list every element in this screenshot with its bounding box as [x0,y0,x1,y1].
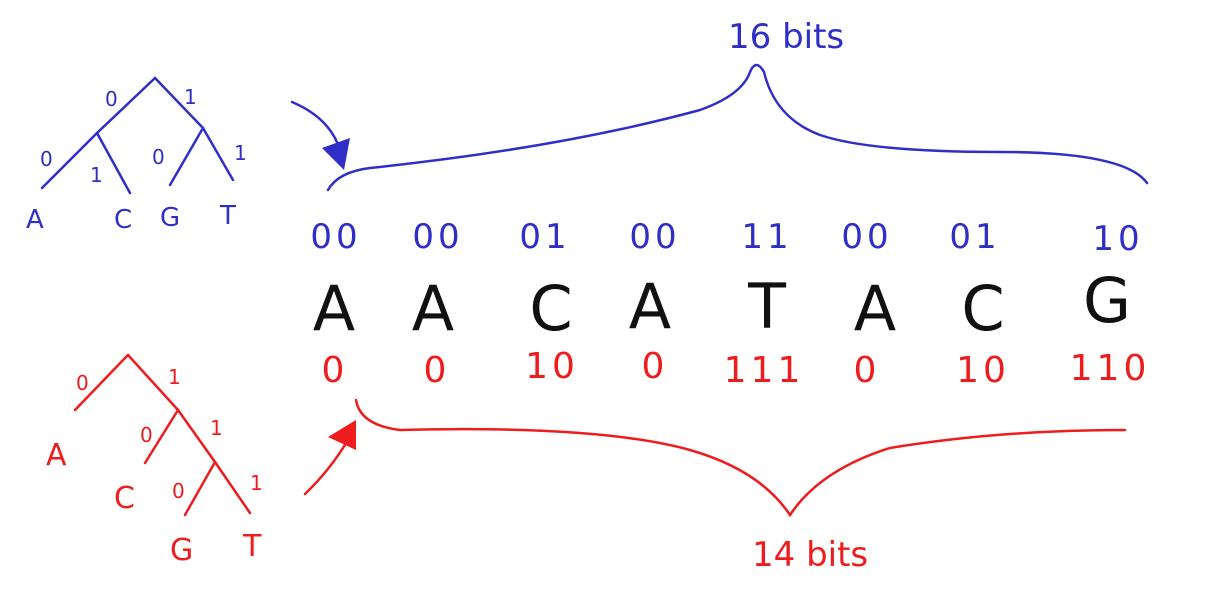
fixed-tree-edge [168,126,205,187]
fixed-code: 00 [841,217,892,257]
fixed-tree-leaf: C [114,205,132,235]
sequence-letter: C [529,272,572,345]
fixed-tree-edge-label: 0 [40,147,53,171]
fixed-tree-edge [153,76,205,130]
sequence-letter: A [313,272,355,345]
fixed-code: 10 [1092,219,1143,259]
fixed-total-label: 16 bits [728,17,844,57]
variable-code: 10 [525,346,579,387]
fixed-code: 11 [741,217,792,257]
sequence-letter: T [747,270,787,343]
fixed-tree-edge [95,76,157,135]
fixed-code: 00 [310,217,361,257]
variable-tree-edge-label: 0 [140,423,153,447]
sequence-letter: A [854,272,896,345]
variable-tree-edge-label: 0 [76,371,89,395]
variable-code: 111 [724,350,805,391]
fixed-brace [326,63,1149,192]
variable-code: 0 [322,350,349,391]
variable-tree-edge-label: 1 [210,416,223,440]
variable-code-tree [73,353,252,517]
fixed-tree-edge-label: 0 [152,145,165,169]
fixed-tree-leaf: A [26,205,44,235]
fixed-tree-edge [95,131,132,195]
variable-tree-leaf: C [114,481,135,516]
fixed-tree-edge [40,131,99,190]
variable-code: 0 [424,350,451,391]
sequence-letter: A [412,272,454,345]
variable-tree-edge [126,353,180,412]
variable-code: 110 [1070,348,1151,389]
variable-tree-edge-label: 1 [168,365,181,389]
fixed-tree-leaf: T [219,201,236,231]
variable-tree-edge [176,408,217,464]
variable-tree-edge [73,353,130,412]
variable-tree-edge [143,408,180,465]
variable-arrow [303,420,356,496]
fixed-tree-edge-label: 0 [105,87,118,111]
fixed-code: 00 [629,217,680,257]
variable-tree-edge [183,460,217,517]
variable-total-label: 14 bits [752,535,868,575]
variable-tree-edge [213,460,252,515]
sequence-letter: A [629,270,671,343]
fixed-arrow [290,100,350,170]
fixed-code: 01 [949,217,1000,257]
fixed-code: 00 [412,217,463,257]
variable-code: 0 [854,350,881,391]
variable-tree-edge-label: 0 [172,479,185,503]
fixed-code-tree [40,76,235,195]
fixed-tree-leaf: G [160,203,180,233]
variable-tree-leaf: T [242,529,262,564]
variable-tree-edge-label: 1 [250,471,263,495]
fixed-tree-edge-label: 1 [90,163,103,187]
fixed-tree-edge-label: 1 [184,85,197,109]
fixed-tree-edge-label: 1 [234,141,247,165]
variable-tree-leaf: G [170,533,193,568]
variable-tree-leaf: A [46,438,67,473]
variable-code: 0 [642,346,669,387]
variable-brace [354,398,1127,518]
variable-code: 10 [956,350,1010,391]
sequence-letter: C [961,272,1004,345]
fixed-code: 01 [519,217,570,257]
fixed-tree-edge [201,126,235,182]
sequence-letter: G [1083,264,1131,337]
